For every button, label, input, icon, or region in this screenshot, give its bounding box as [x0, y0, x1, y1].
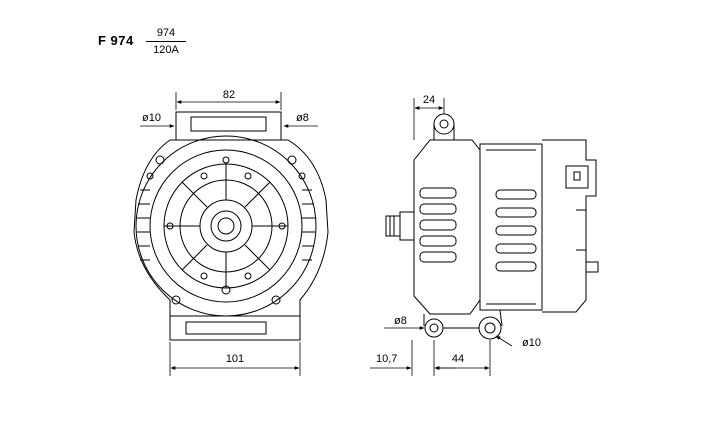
side-stator-body [479, 143, 543, 311]
pulley-hub [199, 199, 253, 253]
dim-shaft-offset: 10,7 [376, 353, 397, 365]
side-connector-pin [573, 171, 581, 181]
housing-ring-mid [149, 149, 303, 303]
part-code: F 974 [98, 33, 134, 48]
side-lug-rear [478, 316, 502, 340]
dim-mount-spacing: 44 [452, 353, 464, 365]
dim-right-hole: ø8 [296, 112, 309, 124]
side-lug-front [424, 318, 444, 338]
dim-leader-bottom-right-hole [495, 335, 513, 347]
part-reference: 974 [146, 26, 186, 42]
side-top-lug-hole [439, 119, 449, 129]
pulley-bore [210, 210, 242, 242]
dim-bottom-right-hole: ø10 [522, 337, 541, 349]
side-cooling-slots [419, 187, 537, 272]
side-shaft [385, 215, 401, 237]
dim-top-width: 82 [223, 89, 235, 101]
side-rear-housing [542, 139, 597, 313]
top-lug-slot [190, 116, 267, 132]
front-view [133, 111, 329, 341]
part-rating: 120A [153, 44, 179, 56]
shaft-end [217, 217, 235, 235]
vent-ribs [137, 189, 315, 261]
front-bolt-holes [146, 155, 306, 305]
dim-side-offset: 24 [423, 94, 435, 106]
dim-bottom-left-hole: ø8 [394, 315, 407, 327]
side-terminal [585, 261, 599, 273]
front-dimensions [140, 92, 318, 376]
side-dimensions [370, 98, 513, 376]
dim-left-hole: ø10 [142, 112, 161, 124]
dim-bottom-width: 101 [226, 353, 244, 365]
side-top-lug [433, 113, 455, 135]
front-housing-outline [133, 139, 329, 341]
side-view [385, 113, 599, 340]
front-spokes [164, 164, 288, 288]
side-connector [565, 165, 589, 189]
part-fraction: 974 120A [146, 26, 186, 57]
side-front-housing [413, 139, 481, 315]
bottom-foot-slot [185, 321, 267, 335]
side-shaft-collar [399, 211, 415, 241]
part-header: F 974 974 120A [98, 26, 198, 62]
